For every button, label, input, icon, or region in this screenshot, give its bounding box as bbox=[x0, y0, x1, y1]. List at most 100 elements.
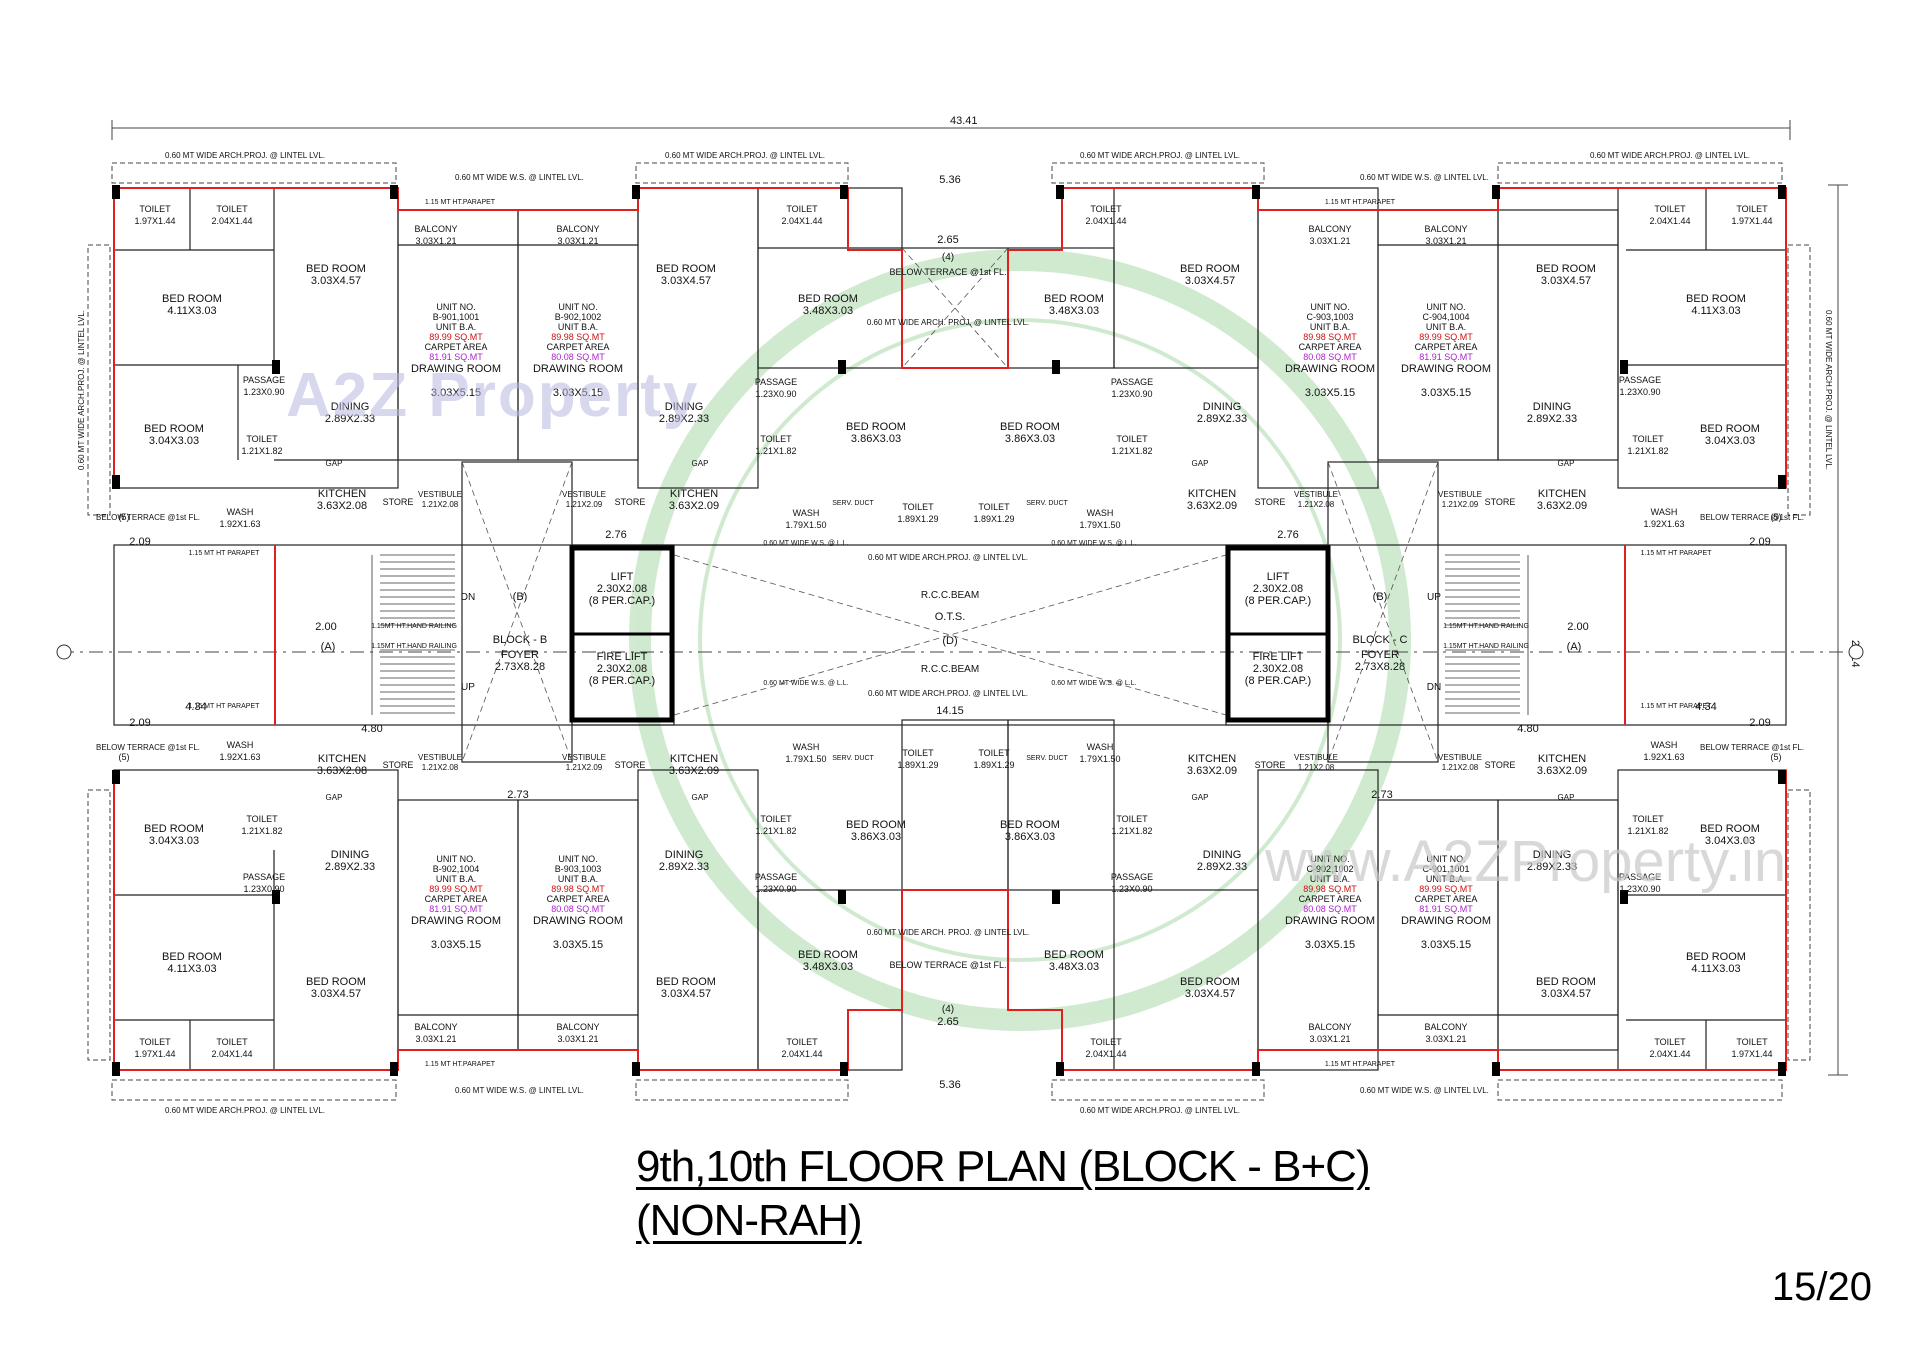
br-passage-dim: 1.23X0.90 bbox=[1619, 884, 1660, 894]
br-kitchen-dim: 3.63X2.09 bbox=[1537, 765, 1587, 777]
unit-5-ca-value: 80.08 SQ.MT bbox=[551, 904, 605, 914]
br-wash-label: WASH bbox=[1651, 740, 1678, 750]
unit-7-drawing-dim: 3.03X5.15 bbox=[1421, 939, 1471, 951]
bc2-toilet-2-dim: 1.21X1.82 bbox=[1111, 826, 1152, 836]
unit-4-drawing-room: DRAWING ROOM bbox=[411, 915, 501, 927]
vest-c-tr-label: VESTIBULE bbox=[1438, 490, 1482, 499]
unit-7-drawing-room: DRAWING ROOM bbox=[1401, 915, 1491, 927]
tc-dining-label: DINING bbox=[665, 401, 704, 413]
unit-4-no-label: UNIT NO. bbox=[436, 854, 475, 864]
tc-toilet-1-label: TOILET bbox=[786, 204, 818, 214]
unit-2-ca-value: 80.08 SQ.MT bbox=[1303, 352, 1357, 362]
title-line-1: 9th,10th FLOOR PLAN (BLOCK - B+C) bbox=[636, 1142, 1371, 1191]
fire-lift-c-label: FIRE LIFT bbox=[1253, 651, 1304, 663]
tc-kitchen-dim: 3.63X2.09 bbox=[669, 500, 719, 512]
gap-tc2: GAP bbox=[1192, 459, 1209, 468]
duct-br: SERV. DUCT bbox=[1026, 755, 1068, 762]
bc2-kitchen-label: KITCHEN bbox=[1188, 753, 1236, 765]
duct-bl: SERV. DUCT bbox=[832, 755, 874, 762]
bc-bedroom-3-label: BED ROOM bbox=[656, 976, 716, 988]
tl-toilet-1-dim: 1.97X1.44 bbox=[134, 216, 175, 226]
unit-1-drawing-room: DRAWING ROOM bbox=[533, 363, 623, 375]
ht-parapet-l-bot: 1.15 MT HT PARAPET bbox=[189, 703, 261, 710]
dim-foyer-b: 2.73 bbox=[507, 789, 528, 801]
bc2-wash-dim: 1.79X1.50 bbox=[1079, 754, 1120, 764]
bc-toilet-2-label: TOILET bbox=[760, 814, 792, 824]
note-core-arch-top: 0.60 MT WIDE ARCH.PROJ. @ LINTEL LVL. bbox=[868, 553, 1028, 562]
tc2-toilet-2-dim: 1.21X1.82 bbox=[1111, 446, 1152, 456]
c902-balcony-label: BALCONY bbox=[1308, 1022, 1351, 1032]
column-17 bbox=[1252, 1062, 1260, 1076]
unit-3-ba-value: 89.99 SQ.MT bbox=[1419, 332, 1473, 342]
column-25 bbox=[1052, 360, 1060, 374]
tc2-passage-dim: 1.23X0.90 bbox=[1111, 389, 1152, 399]
foyer-c-tag: (B) bbox=[1373, 591, 1388, 603]
tl-dining-dim: 2.89X2.33 bbox=[325, 413, 375, 425]
bc-bedroom-1-dim: 3.48X3.03 bbox=[803, 961, 853, 973]
unit-3-id: C-904,1004 bbox=[1422, 312, 1469, 322]
duct-tr: SERV. DUCT bbox=[1026, 500, 1068, 507]
column-16 bbox=[1056, 1062, 1064, 1076]
bc-passage-label: PASSAGE bbox=[755, 872, 797, 882]
stair-treads-group bbox=[380, 554, 1520, 714]
dim-434-c: 4.34 bbox=[1695, 701, 1716, 713]
note-arch-proj-top-2: 0.60 MT WIDE ARCH.PROJ. @ LINTEL LVL. bbox=[665, 151, 825, 160]
unit-1-ca-label: CARPET AREA bbox=[547, 342, 610, 352]
note-ws-lintel-bot-1: 0.60 MT WIDE W.S. @ LINTEL LVL. bbox=[455, 1086, 584, 1095]
b903-balcony-dim: 3.03X1.21 bbox=[557, 1034, 598, 1044]
unit-4-ca-value: 81.91 SQ.MT bbox=[429, 904, 483, 914]
grid-marker-left bbox=[56, 644, 72, 660]
br-bedroom-3-dim: 3.03X4.57 bbox=[1541, 988, 1591, 1000]
unit-2-ba-value: 89.98 SQ.MT bbox=[1303, 332, 1357, 342]
tl-kitchen-dim: 3.63X2.08 bbox=[317, 500, 367, 512]
unit-1-ba-value: 89.98 SQ.MT bbox=[551, 332, 605, 342]
br-kitchen-label: KITCHEN bbox=[1538, 753, 1586, 765]
ots-void bbox=[461, 247, 1439, 763]
unit-4-drawing-dim: 3.03X5.15 bbox=[431, 939, 481, 951]
store-tr: STORE bbox=[1485, 497, 1516, 507]
tr-bedroom-2-dim: 3.03X4.57 bbox=[1185, 275, 1235, 287]
lift-b-label: LIFT bbox=[611, 571, 634, 583]
bl-toilet-2-label: TOILET bbox=[216, 1037, 248, 1047]
bc2-toilet-3-dim: 1.89X1.29 bbox=[973, 760, 1014, 770]
vest-b-br-dim: 1.21X2.09 bbox=[566, 763, 603, 772]
note-arch-vertical-left: 0.60 MT WIDE ARCH.PROJ. @ LINTEL LVL. bbox=[77, 310, 86, 470]
u901-balcony-dim: 3.03X1.21 bbox=[415, 236, 456, 246]
bc-toilet-3-dim: 1.89X1.29 bbox=[897, 760, 938, 770]
ht-parapet-l-top: 1.15 MT HT PARAPET bbox=[189, 550, 261, 557]
tc2-bedroom-2-dim: 3.86X3.03 bbox=[1005, 433, 1055, 445]
column-6 bbox=[1492, 185, 1500, 199]
bl-toilet-2-dim: 2.04X1.44 bbox=[211, 1049, 252, 1059]
dim-209-tr: 2.09 bbox=[1749, 536, 1770, 548]
stair-dn-c: DN bbox=[1427, 682, 1441, 693]
note-arch-proj-top-4: 0.60 MT WIDE ARCH.PROJ. @ LINTEL LVL. bbox=[1590, 151, 1750, 160]
tc-bedroom-2-dim: 3.86X3.03 bbox=[851, 433, 901, 445]
tr-bedroom-1-dim: 4.11X3.03 bbox=[1691, 305, 1740, 317]
url-watermark: www.A2ZProperty.in bbox=[1265, 829, 1787, 894]
bc-dining-dim: 2.89X2.33 bbox=[659, 861, 709, 873]
gap-tc: GAP bbox=[692, 459, 709, 468]
unit-7-ca-value: 81.91 SQ.MT bbox=[1419, 904, 1473, 914]
unit-5-no-label: UNIT NO. bbox=[558, 854, 597, 864]
terrace-bot: BELOW TERRACE @1st FL. bbox=[890, 960, 1007, 970]
dim-stair-b: 2.00 bbox=[315, 621, 336, 633]
railing-c-1: 1.15MT HT.HAND RAILING bbox=[1443, 623, 1529, 630]
tag-5-br: (5) bbox=[1771, 752, 1782, 762]
tr-bedroom-4-label: BED ROOM bbox=[1700, 423, 1760, 435]
unit-6-id: C-902,1002 bbox=[1306, 864, 1353, 874]
tr1-bedroom-dim: 3.03X4.57 bbox=[661, 275, 711, 287]
unit-1-id: B-902,1002 bbox=[555, 312, 602, 322]
tl-bedroom-1-label: BED ROOM bbox=[162, 293, 222, 305]
br-toilet-1-label: TOILET bbox=[1654, 1037, 1686, 1047]
lift-c-label: LIFT bbox=[1267, 571, 1290, 583]
bc2-toilet-1-dim: 2.04X1.44 bbox=[1085, 1049, 1126, 1059]
bl-bedroom-1-label: BED ROOM bbox=[162, 951, 222, 963]
ws-ll-tr: 0.60 MT WIDE W.S. @ L.L. bbox=[1051, 540, 1136, 547]
bl-kitchen-dim: 3.63X2.08 bbox=[317, 765, 367, 777]
bc-bedroom-3-dim: 3.03X4.57 bbox=[661, 988, 711, 1000]
bl-dining-dim: 2.89X2.33 bbox=[325, 861, 375, 873]
tc-bedroom-1-label: BED ROOM bbox=[798, 293, 858, 305]
tr-passage-dim: 1.23X0.90 bbox=[1619, 387, 1660, 397]
tc-bedroom-2-label: BED ROOM bbox=[846, 421, 906, 433]
